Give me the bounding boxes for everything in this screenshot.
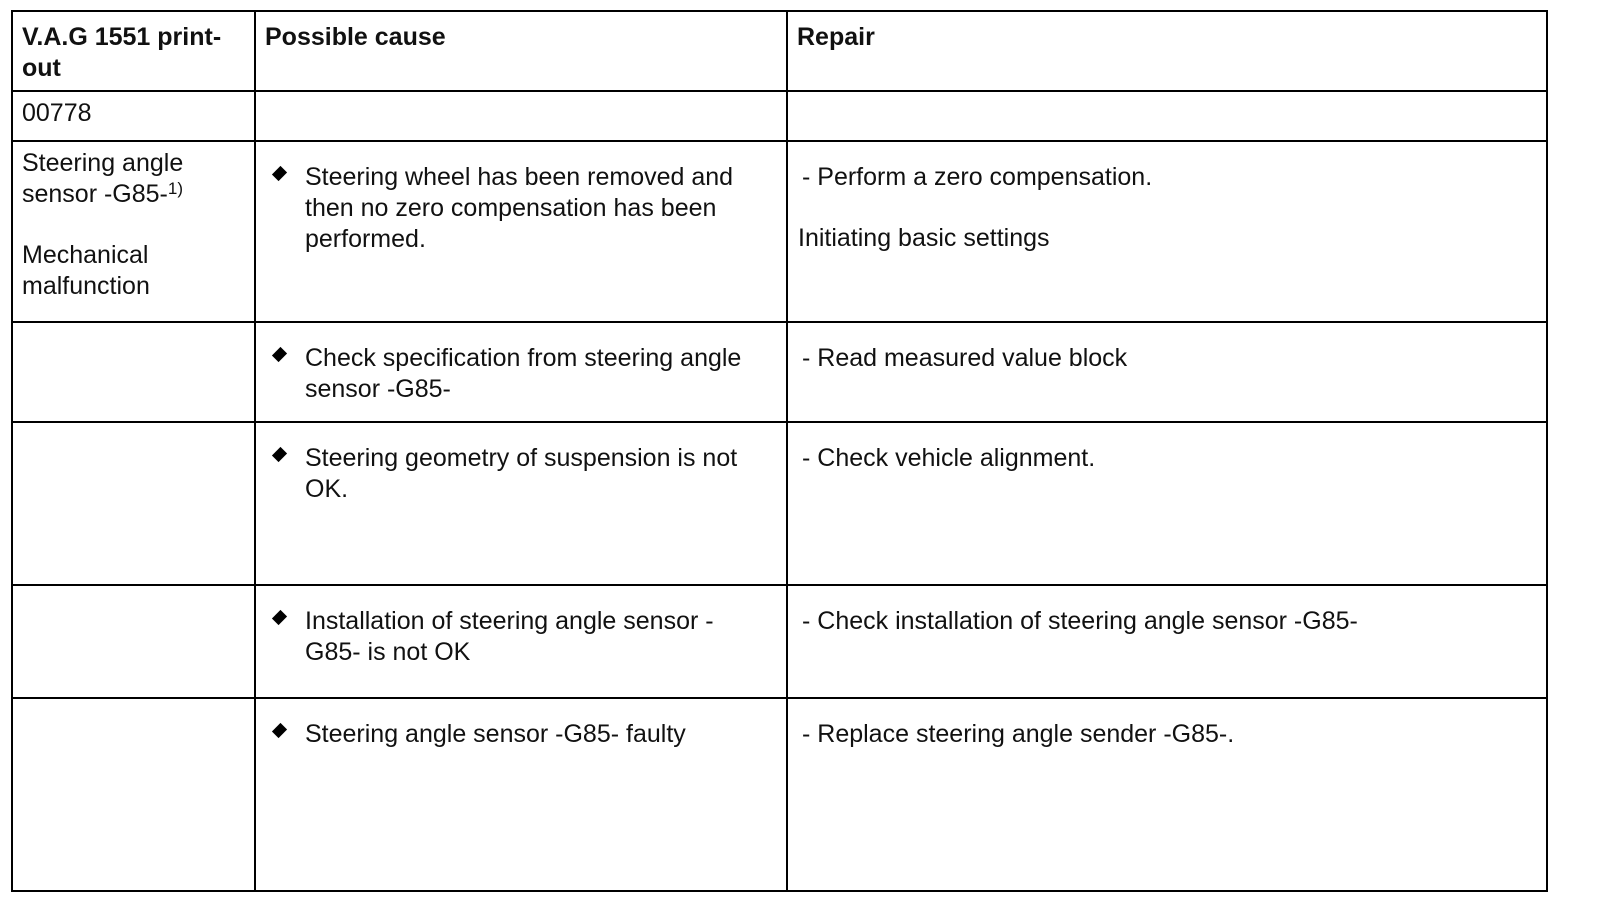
repair-cell: - Replace steering angle sender -G85-.: [786, 697, 1548, 892]
repair-text: - Replace steering angle sender -G85-.: [802, 720, 1235, 748]
cause-cell: Steering geometry of suspension is not O…: [254, 421, 788, 586]
header-repair-label: Repair: [797, 23, 875, 51]
diamond-bullet-icon: [271, 346, 288, 363]
cause-cell: Steering wheel has been removed and then…: [254, 140, 788, 323]
diamond-bullet-icon: [271, 165, 288, 182]
repair-text: - Perform a zero compensation.: [802, 163, 1153, 191]
fault-code: 00778: [22, 99, 92, 127]
repair-cell: - Read measured value block: [786, 321, 1548, 423]
table-row: Installation of steering angle sensor -G…: [11, 584, 1548, 699]
table-row: Steering angle sensor -G85-1) Mechanical…: [11, 140, 1548, 323]
repair-text: - Read measured value block: [802, 344, 1128, 372]
diamond-bullet-icon: [271, 722, 288, 739]
diamond-bullet-icon: [271, 446, 288, 463]
header-cause-label: Possible cause: [265, 23, 446, 51]
diamond-bullet-icon: [271, 609, 288, 626]
empty-cell: [11, 697, 256, 892]
cause-text: Steering wheel has been removed and then…: [305, 163, 734, 253]
empty-cell: [786, 90, 1548, 142]
cause-text: Installation of steering angle sensor -G…: [305, 607, 714, 666]
header-cause: Possible cause: [254, 10, 788, 92]
fault-table: V.A.G 1551 print-out Possible cause Repa…: [11, 10, 1548, 892]
empty-cell: [11, 421, 256, 586]
repair-text: - Check vehicle alignment.: [802, 444, 1096, 472]
table-row: Check specification from steering angle …: [11, 321, 1548, 423]
fault-description-cell: Steering angle sensor -G85-1) Mechanical…: [11, 140, 256, 323]
repair-cell: - Perform a zero compensation. Initiatin…: [786, 140, 1548, 323]
header-repair: Repair: [786, 10, 1548, 92]
cause-cell: Steering angle sensor -G85- faulty: [254, 697, 788, 892]
empty-cell: [11, 321, 256, 423]
repair-text: - Check installation of steering angle s…: [802, 607, 1358, 635]
cause-cell: Check specification from steering angle …: [254, 321, 788, 423]
empty-cell: [254, 90, 788, 142]
repair-cell: - Check vehicle alignment.: [786, 421, 1548, 586]
repair-cell: - Check installation of steering angle s…: [786, 584, 1548, 699]
footnote-marker: 1): [167, 179, 184, 198]
empty-cell: [11, 584, 256, 699]
cause-text: Steering angle sensor -G85- faulty: [305, 720, 686, 748]
cause-cell: Installation of steering angle sensor -G…: [254, 584, 788, 699]
table-row: Steering geometry of suspension is not O…: [11, 421, 1548, 586]
fault-component: Steering angle sensor -G85-: [22, 149, 184, 208]
repair-note: Initiating basic settings: [798, 224, 1050, 252]
table-row: Steering angle sensor -G85- faulty - Rep…: [11, 697, 1548, 892]
fault-code-row: 00778: [11, 90, 1548, 142]
table-header-row: V.A.G 1551 print-out Possible cause Repa…: [11, 10, 1548, 92]
fault-code-cell: 00778: [11, 90, 256, 142]
fault-type: Mechanical malfunction: [22, 241, 150, 300]
cause-text: Check specification from steering angle …: [305, 344, 742, 403]
header-printout-label: V.A.G 1551 print-out: [22, 23, 222, 82]
cause-text: Steering geometry of suspension is not O…: [305, 444, 738, 503]
header-printout: V.A.G 1551 print-out: [11, 10, 256, 92]
